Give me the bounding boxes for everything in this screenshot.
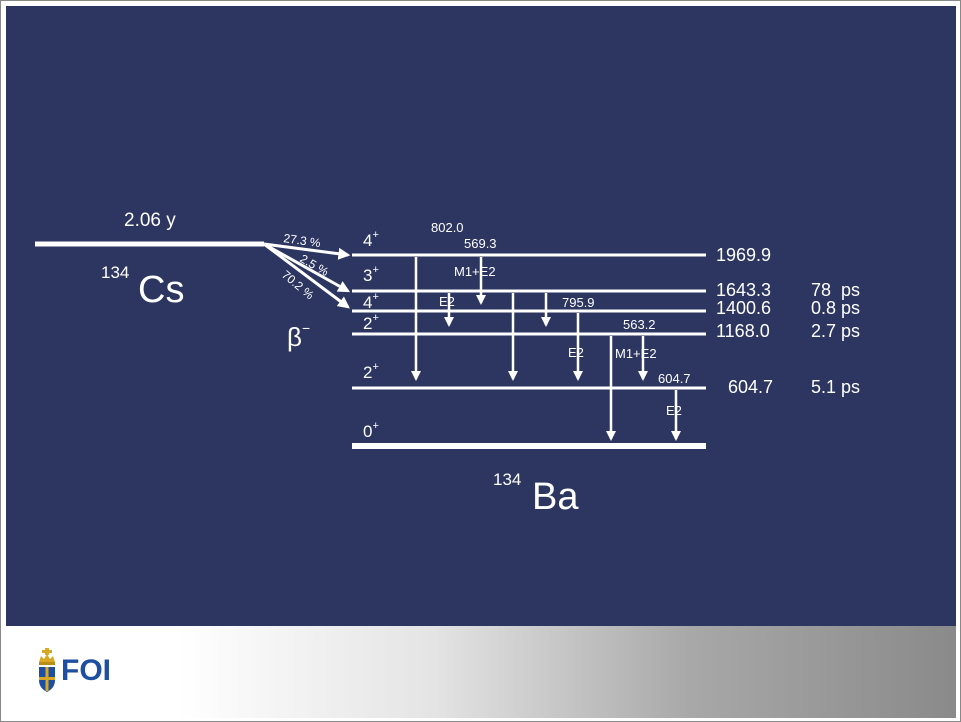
gamma-label-563: 563.2 [623,317,656,332]
gamma-mult-e2-a: E2 [439,294,455,309]
lifetime-1643: 78 ps [811,280,860,300]
spin-label-ground: 0+ [363,420,379,441]
beta-intensity-1400: 70.2 % [279,268,317,303]
parent-half-life: 2.06 y [124,210,176,231]
spin-label-1168: 2+ [363,312,379,333]
energy-1969: 1969.9 [716,245,771,265]
spin-label-1400: 4+ [363,291,379,312]
foi-logo-text: FOI [61,654,111,687]
beta-arrow-1969 [263,242,351,260]
energy-604: 604.7 [728,377,773,397]
gamma-label-802: 802.0 [431,220,464,235]
spin-label-604: 2+ [363,361,379,382]
gamma-label-604: 604.7 [658,371,691,386]
parent-mass-number: 134 [101,263,129,282]
lifetime-604: 5.1 ps [811,377,860,397]
footer-bar: FOI [6,626,956,718]
spin-label-1643: 3+ [363,264,379,285]
energy-1168: 1168.0 [716,321,770,341]
foi-logo: FOI [36,641,111,701]
beta-intensity-1969: 27.3 % [283,231,322,250]
gamma-mult-569: M1+E2 [454,264,496,279]
lifetime-1168: 2.7 ps [811,321,860,341]
daughter-symbol: Ba [532,476,579,518]
parent-symbol: Cs [138,269,184,311]
beta-intensity-1643: 2.5 % [298,251,332,279]
decay-scheme-diagram: 2.06 y 134 Cs 27.3 % 2.5 % 70.2 % β− 4+ … [35,210,860,518]
spin-label-1969: 4+ [363,229,379,250]
crown-shield-icon [39,648,55,692]
beta-arrow-1400 [263,242,350,309]
decay-scheme-slide: 2.06 y 134 Cs 27.3 % 2.5 % 70.2 % β− 4+ … [6,6,956,626]
gamma-mult-563: M1+E2 [615,346,657,361]
lifetime-1400: 0.8 ps [811,298,860,318]
energy-1643: 1643.3 [716,280,771,300]
beta-arrow-1643 [263,242,351,293]
energy-1400: 1400.6 [716,298,771,318]
gamma-label-795: 795.9 [562,295,595,310]
gamma-label-569: 569.3 [464,236,497,251]
gamma-mult-e2-b: E2 [568,345,584,360]
beta-decay-label: β− [287,320,310,352]
daughter-mass-number: 134 [493,470,521,489]
gamma-mult-e2-c: E2 [666,403,682,418]
